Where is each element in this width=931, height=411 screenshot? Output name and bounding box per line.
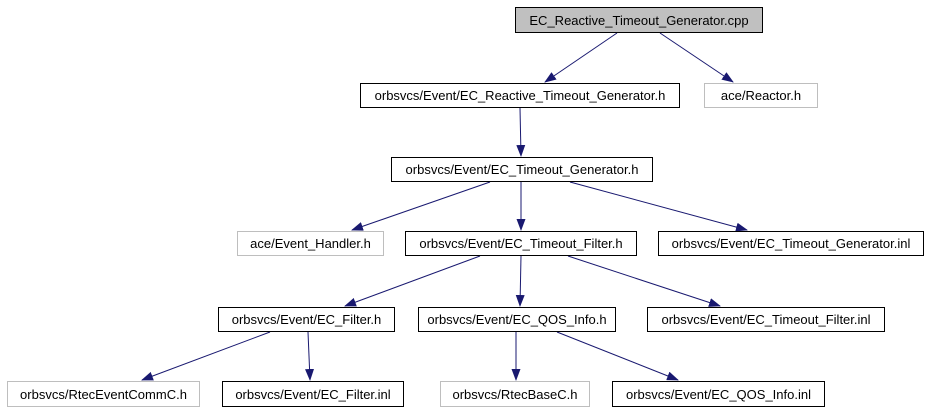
node-reactive_h[interactable]: orbsvcs/Event/EC_Reactive_Timeout_Genera… [360,83,680,108]
node-qos_info_h[interactable]: orbsvcs/Event/EC_QOS_Info.h [418,307,616,332]
node-timeout_filter_h[interactable]: orbsvcs/Event/EC_Timeout_Filter.h [405,231,637,256]
edge-cpp-to-reactor_h [659,32,734,83]
node-filter_h[interactable]: orbsvcs/Event/EC_Filter.h [218,307,395,332]
edges-group [141,32,748,381]
edge-timeout_gen_h-to-timeout_gen_inl [569,181,748,232]
node-timeout_gen_h[interactable]: orbsvcs/Event/EC_Timeout_Generator.h [391,157,653,182]
edge-filter_h-to-rtec_event_comm_h [141,331,271,381]
edge-timeout_filter_h-to-timeout_filter_inl [567,255,721,307]
edge-cpp-to-reactive_h [544,32,618,83]
edge-reactive_h-to-timeout_gen_h [516,107,526,157]
node-cpp[interactable]: EC_Reactive_Timeout_Generator.cpp [515,7,763,33]
edge-timeout_gen_h-to-event_handler_h [351,181,491,231]
node-qos_info_inl[interactable]: orbsvcs/Event/EC_QOS_Info.inl [612,381,825,407]
node-event_handler_h[interactable]: ace/Event_Handler.h [237,231,384,256]
edge-timeout_filter_h-to-filter_h [344,255,481,307]
edge-filter_h-to-filter_inl [305,331,315,381]
node-rtec_base_h[interactable]: orbsvcs/RtecBaseC.h [440,381,590,407]
node-reactor_h[interactable]: ace/Reactor.h [704,83,818,108]
edge-qos_info_h-to-qos_info_inl [556,331,679,381]
node-timeout_gen_inl[interactable]: orbsvcs/Event/EC_Timeout_Generator.inl [658,231,924,256]
node-filter_inl[interactable]: orbsvcs/Event/EC_Filter.inl [222,381,404,407]
node-timeout_filter_inl[interactable]: orbsvcs/Event/EC_Timeout_Filter.inl [647,307,885,332]
edge-timeout_filter_h-to-qos_info_h [515,255,525,307]
node-rtec_event_comm_h[interactable]: orbsvcs/RtecEventCommC.h [7,381,200,407]
